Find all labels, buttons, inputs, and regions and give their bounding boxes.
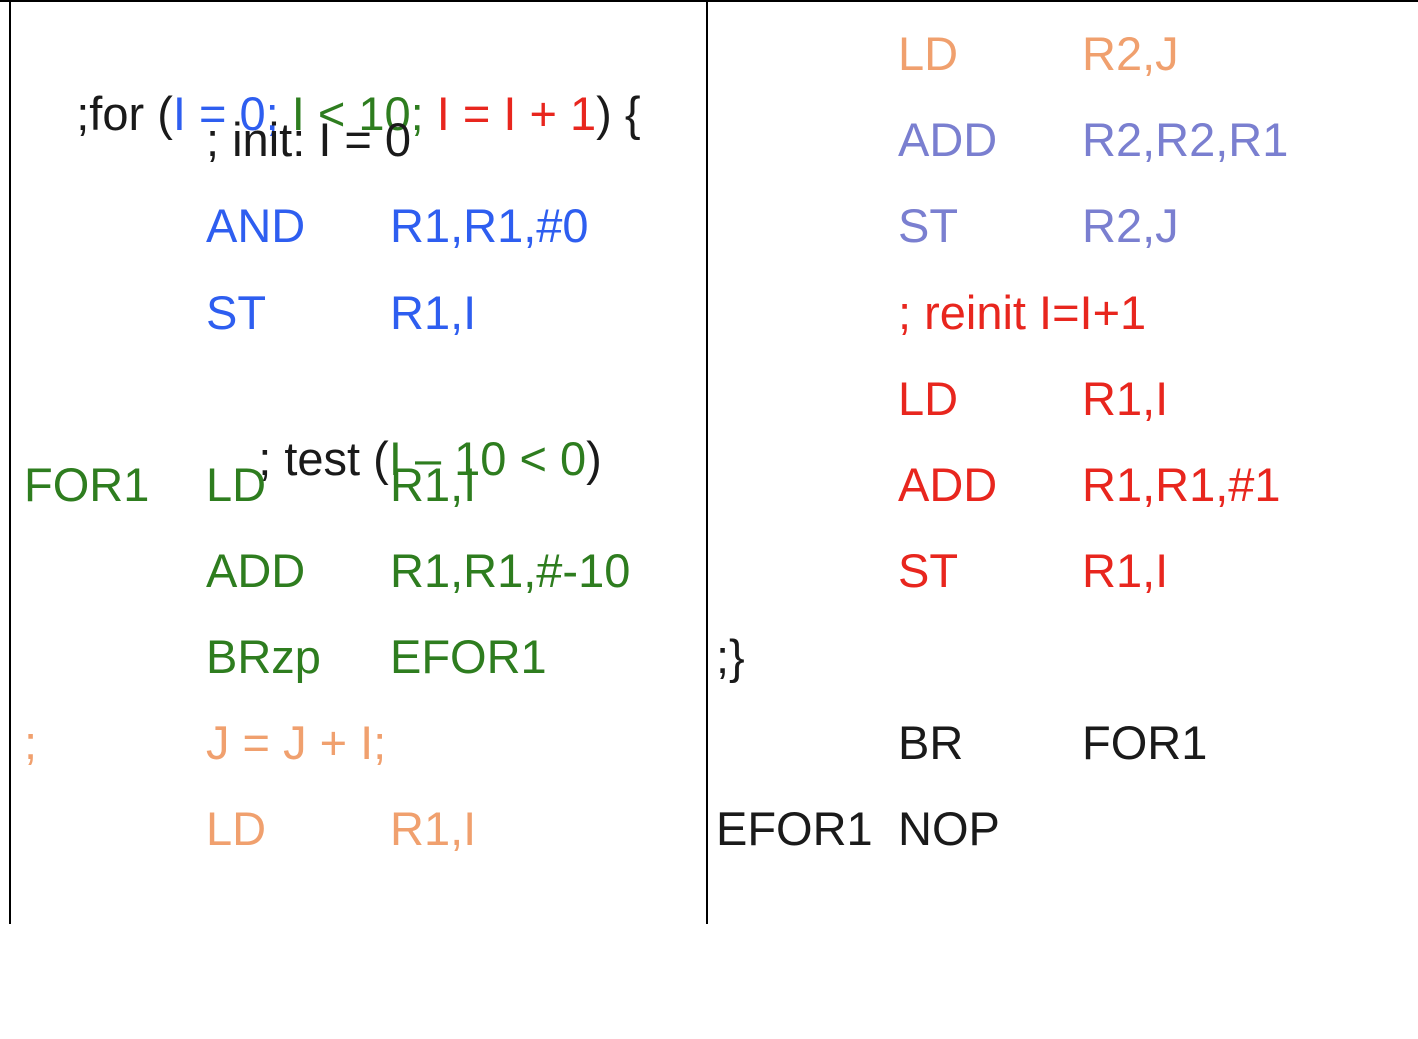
operands: R1,I bbox=[390, 802, 477, 855]
opcode: AND bbox=[206, 199, 306, 252]
label: FOR1 bbox=[24, 458, 150, 511]
opcode: LD bbox=[898, 27, 959, 80]
code-line-reinit-comment: ; reinit I=I+1 bbox=[708, 283, 1418, 343]
table-column-divider bbox=[706, 2, 708, 924]
code-table: ;for (I = 0; I < 10; I = I + 1) { ; init… bbox=[0, 0, 1418, 924]
code-line: FOR1 LD R1,I bbox=[0, 455, 706, 515]
code-line: ST R1,I bbox=[708, 541, 1418, 601]
test-comment-expr: I – 10 < 0 bbox=[388, 432, 587, 485]
opcode: ST bbox=[898, 544, 959, 597]
code-line: EFOR1 NOP bbox=[708, 799, 1418, 859]
code-line: BRzp EFOR1 bbox=[0, 627, 706, 687]
opcode: ADD bbox=[206, 544, 306, 597]
for-loop-header: ;for (I = 0; I < 10; I = I + 1) { bbox=[24, 24, 640, 140]
for-header-suffix: ) { bbox=[596, 87, 641, 140]
label: ; bbox=[24, 716, 38, 769]
operands: R1,I bbox=[1082, 544, 1169, 597]
code-line: AND R1,R1,#0 bbox=[0, 196, 706, 256]
operands: R2,R2,R1 bbox=[1082, 113, 1289, 166]
operands: R1,R1,#1 bbox=[1082, 458, 1281, 511]
code-line: LD R2,J bbox=[708, 24, 1418, 84]
test-comment-prefix: ; test ( bbox=[258, 432, 389, 485]
opcode: LD bbox=[206, 458, 267, 511]
code-line: BR FOR1 bbox=[708, 713, 1418, 773]
code-line: LD R1,I bbox=[0, 799, 706, 859]
operands: R2,J bbox=[1082, 199, 1179, 252]
operands: R1,R1,#0 bbox=[390, 199, 589, 252]
opcode: BR bbox=[898, 716, 964, 769]
code-line: ST R1,I bbox=[0, 283, 706, 343]
code-line: ; J = J + I; bbox=[0, 713, 706, 773]
opcode: LD bbox=[206, 802, 267, 855]
code-line-test-comment: ; test (I – 10 < 0) bbox=[206, 369, 602, 485]
for-header-init: I = 0; bbox=[172, 87, 279, 140]
test-comment-suffix: ) bbox=[586, 432, 602, 485]
operands: R2,J bbox=[1082, 27, 1179, 80]
opcode: ADD bbox=[898, 113, 998, 166]
code-line: LD R1,I bbox=[708, 369, 1418, 429]
opcode: LD bbox=[898, 372, 959, 425]
operands: R1,I bbox=[390, 286, 477, 339]
code-line-close-brace: ;} bbox=[708, 627, 1418, 687]
table-left-border bbox=[9, 2, 11, 924]
operands: EFOR1 bbox=[390, 630, 547, 683]
init-comment: ; init: I = 0 bbox=[206, 113, 412, 166]
opcode: BRzp bbox=[206, 630, 321, 683]
code-line: ADD R2,R2,R1 bbox=[708, 110, 1418, 170]
for-header-prefix: ;for ( bbox=[76, 87, 173, 140]
operands: R1,R1,#-10 bbox=[390, 544, 631, 597]
body-comment: J = J + I; bbox=[206, 716, 387, 769]
for-header-test: I < 10; bbox=[278, 87, 424, 140]
opcode: ADD bbox=[898, 458, 998, 511]
for-header-reinit: I = I + 1 bbox=[423, 87, 597, 140]
close-brace-comment: ;} bbox=[716, 630, 745, 683]
opcode: ST bbox=[206, 286, 267, 339]
code-line-init-comment: ; init: I = 0 bbox=[0, 110, 706, 170]
operands: R1,I bbox=[1082, 372, 1169, 425]
operands: FOR1 bbox=[1082, 716, 1208, 769]
code-line: ST R2,J bbox=[708, 196, 1418, 256]
opcode: NOP bbox=[898, 802, 1000, 855]
reinit-comment: ; reinit I=I+1 bbox=[898, 286, 1147, 339]
code-line: ADD R1,R1,#-10 bbox=[0, 541, 706, 601]
operands: R1,I bbox=[390, 458, 477, 511]
label: EFOR1 bbox=[716, 802, 873, 855]
code-line: ADD R1,R1,#1 bbox=[708, 455, 1418, 515]
opcode: ST bbox=[898, 199, 959, 252]
